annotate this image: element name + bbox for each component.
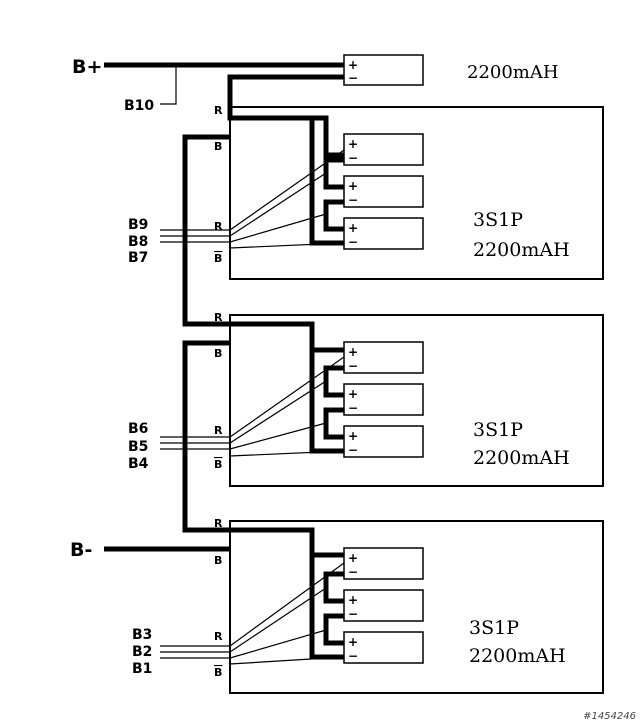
- pack-3-box: [229, 520, 604, 694]
- pack-3-cell-3-minus: −: [348, 649, 358, 663]
- pack-2-capacity: 2200mAH: [473, 447, 570, 469]
- pack-1-b-marker: B: [214, 140, 222, 153]
- pack-1-cell-3: [343, 217, 424, 250]
- pack-2-cell-3-minus: −: [348, 443, 358, 457]
- b2-label: B2: [132, 644, 152, 660]
- pack-3-cell-1-minus: −: [348, 565, 358, 579]
- pack-3-balance-leads: [160, 562, 345, 665]
- pack-1-to-pack-2-wire: [182, 134, 315, 350]
- pack-1-cell-2-plus: +: [348, 179, 358, 193]
- b6-label: B6: [128, 421, 148, 437]
- b1-label: B1: [132, 661, 152, 677]
- pack-2-box: [229, 314, 604, 487]
- pack-3-balance-b-marker: B: [214, 666, 222, 679]
- pack-3-balance-r-marker: R: [214, 630, 223, 643]
- pack-3-b-marker: B: [214, 554, 222, 567]
- b3-label: B3: [132, 627, 152, 643]
- pack-2-cell-2-plus: +: [348, 387, 358, 401]
- pack-1-cell-2: [343, 175, 424, 208]
- pack-2-to-pack-3-wire: [182, 340, 315, 555]
- pack-1-balance-leads: [160, 149, 345, 249]
- top-cell-minus: −: [348, 71, 358, 85]
- pack-2-balance-r-marker: R: [214, 424, 223, 437]
- pack-2-r-marker: R: [214, 311, 223, 324]
- b-plus-label: B+: [72, 56, 102, 78]
- pack-3-r-marker: R: [214, 517, 223, 530]
- b9-label: B9: [128, 217, 148, 233]
- top-cell-to-pack1-wire: [227, 74, 344, 158]
- watermark-id: #1454246: [583, 711, 636, 722]
- pack-3-cell-1: [343, 547, 424, 580]
- pack-1-capacity: 2200mAH: [473, 239, 570, 261]
- b8-label: B8: [128, 234, 148, 250]
- pack-2-cell-1-minus: −: [348, 359, 358, 373]
- pack-2-balance-b-marker: B: [214, 458, 222, 471]
- pack-1: R B R B + − + − + − 3S1P 2200mAH: [160, 104, 604, 280]
- pack-2-cell-2: [343, 383, 424, 416]
- pack-2-cell-3-plus: +: [348, 429, 358, 443]
- pack-3-cell-2: [343, 589, 424, 622]
- pack-2-cell-3: [343, 425, 424, 458]
- pack-2-cell-1-plus: +: [348, 345, 358, 359]
- top-cell-plus: +: [348, 58, 358, 72]
- pack-1-cell-1: [343, 133, 424, 166]
- b7-label: B7: [128, 250, 148, 266]
- pack-3-cell-2-minus: −: [348, 607, 358, 621]
- pack-3-config: 3S1P: [469, 617, 519, 639]
- top-cell: [343, 54, 424, 86]
- b5-label: B5: [128, 439, 148, 455]
- pack-1-balance-b-marker: B: [214, 252, 222, 265]
- pack-3-cell-3: [343, 631, 424, 664]
- top-cell-capacity: 2200mAH: [467, 62, 559, 83]
- pack-1-r-marker: R: [214, 104, 223, 117]
- pack-1-config: 3S1P: [473, 209, 523, 231]
- pack-2-config: 3S1P: [473, 419, 523, 441]
- pack-1-box: [229, 106, 604, 280]
- pack-2-cell-2-minus: −: [348, 401, 358, 415]
- pack-2-series-links: [309, 347, 344, 454]
- pack-3-series-links: [309, 552, 344, 660]
- pack-1-cell-1-plus: +: [348, 137, 358, 151]
- pack-2-b-marker: B: [214, 347, 222, 360]
- pack-3-capacity: 2200mAH: [469, 645, 566, 667]
- b-minus-label: B-: [70, 539, 92, 561]
- pack-2: R B R B + − + − + − 3S1P 2200mAH: [160, 311, 604, 487]
- pack-2-cell-1: [343, 341, 424, 374]
- pack-1-cell-3-minus: −: [348, 235, 358, 249]
- pack-1-cell-3-plus: +: [348, 221, 358, 235]
- pack-1-balance-r-marker: R: [214, 220, 223, 233]
- pack-3: R B R B + − + − + − 3S1P 2200mAH: [160, 517, 604, 694]
- b10-wire: [160, 65, 177, 105]
- pack-3-cell-1-plus: +: [348, 551, 358, 565]
- b10-label: B10: [124, 98, 154, 114]
- pack-3-cell-2-plus: +: [348, 593, 358, 607]
- b4-label: B4: [128, 456, 149, 472]
- pack-1-cell-1-minus: −: [348, 151, 358, 165]
- pack-3-cell-3-plus: +: [348, 635, 358, 649]
- pack-1-cell-2-minus: −: [348, 193, 358, 207]
- pack-2-balance-leads: [160, 356, 345, 457]
